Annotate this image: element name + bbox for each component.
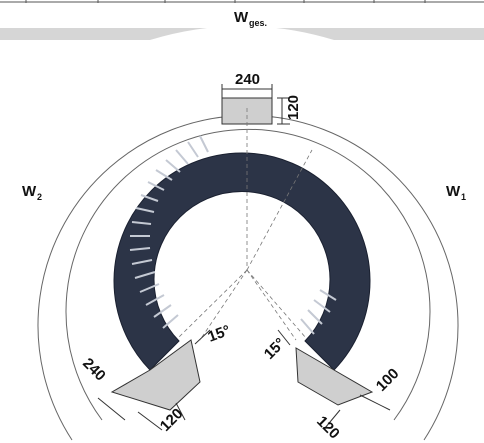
header-arch [150,26,334,40]
chain-ring [113,152,371,371]
w1-label: W [446,183,461,200]
top-height-label: 120 [285,95,302,120]
w-total-label: W [234,9,249,26]
right-width-label: 100 [373,365,403,395]
left-height-label: 120 [157,405,187,435]
right-dimension-lines [277,329,391,429]
w-total-sub: ges. [249,18,267,28]
chain-ribs-right [300,289,337,335]
w1-sub: 1 [461,192,466,202]
w2-label: W [22,183,37,200]
left-angle-label: 15° [206,322,233,346]
left-width-label: 240 [79,355,109,385]
construction-lines [177,108,313,341]
right-height-label: 120 [313,413,343,443]
top-dimension-lines [221,84,290,125]
w2-sub: 2 [37,192,42,202]
chain-ribs [129,135,209,329]
right-mount [295,347,374,406]
top-table-grid [0,0,484,3]
top-width-label: 240 [235,71,260,88]
left-dimension-lines [97,329,211,431]
left-mount [110,339,201,411]
